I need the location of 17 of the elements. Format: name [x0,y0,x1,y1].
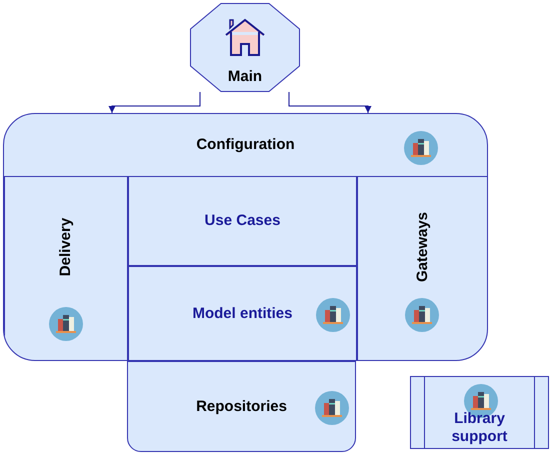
layer-box [128,176,357,266]
node-label: Delivery [57,218,75,276]
layer-box [3,113,488,361]
node-label: Use Cases [204,212,280,230]
layer-box [127,361,356,452]
node-label: Configuration [196,136,295,154]
layer-box [357,176,487,360]
node-label: Model entities [192,305,292,323]
octagon-box [190,3,300,92]
arrow [108,92,200,114]
process-box [410,376,549,449]
arrow [288,92,372,114]
node-label: Repositories [196,398,287,416]
node-label: Library support [450,410,508,446]
layer-box [4,176,128,360]
node-label: Gateways [414,212,432,282]
node-label: Main [228,68,262,86]
